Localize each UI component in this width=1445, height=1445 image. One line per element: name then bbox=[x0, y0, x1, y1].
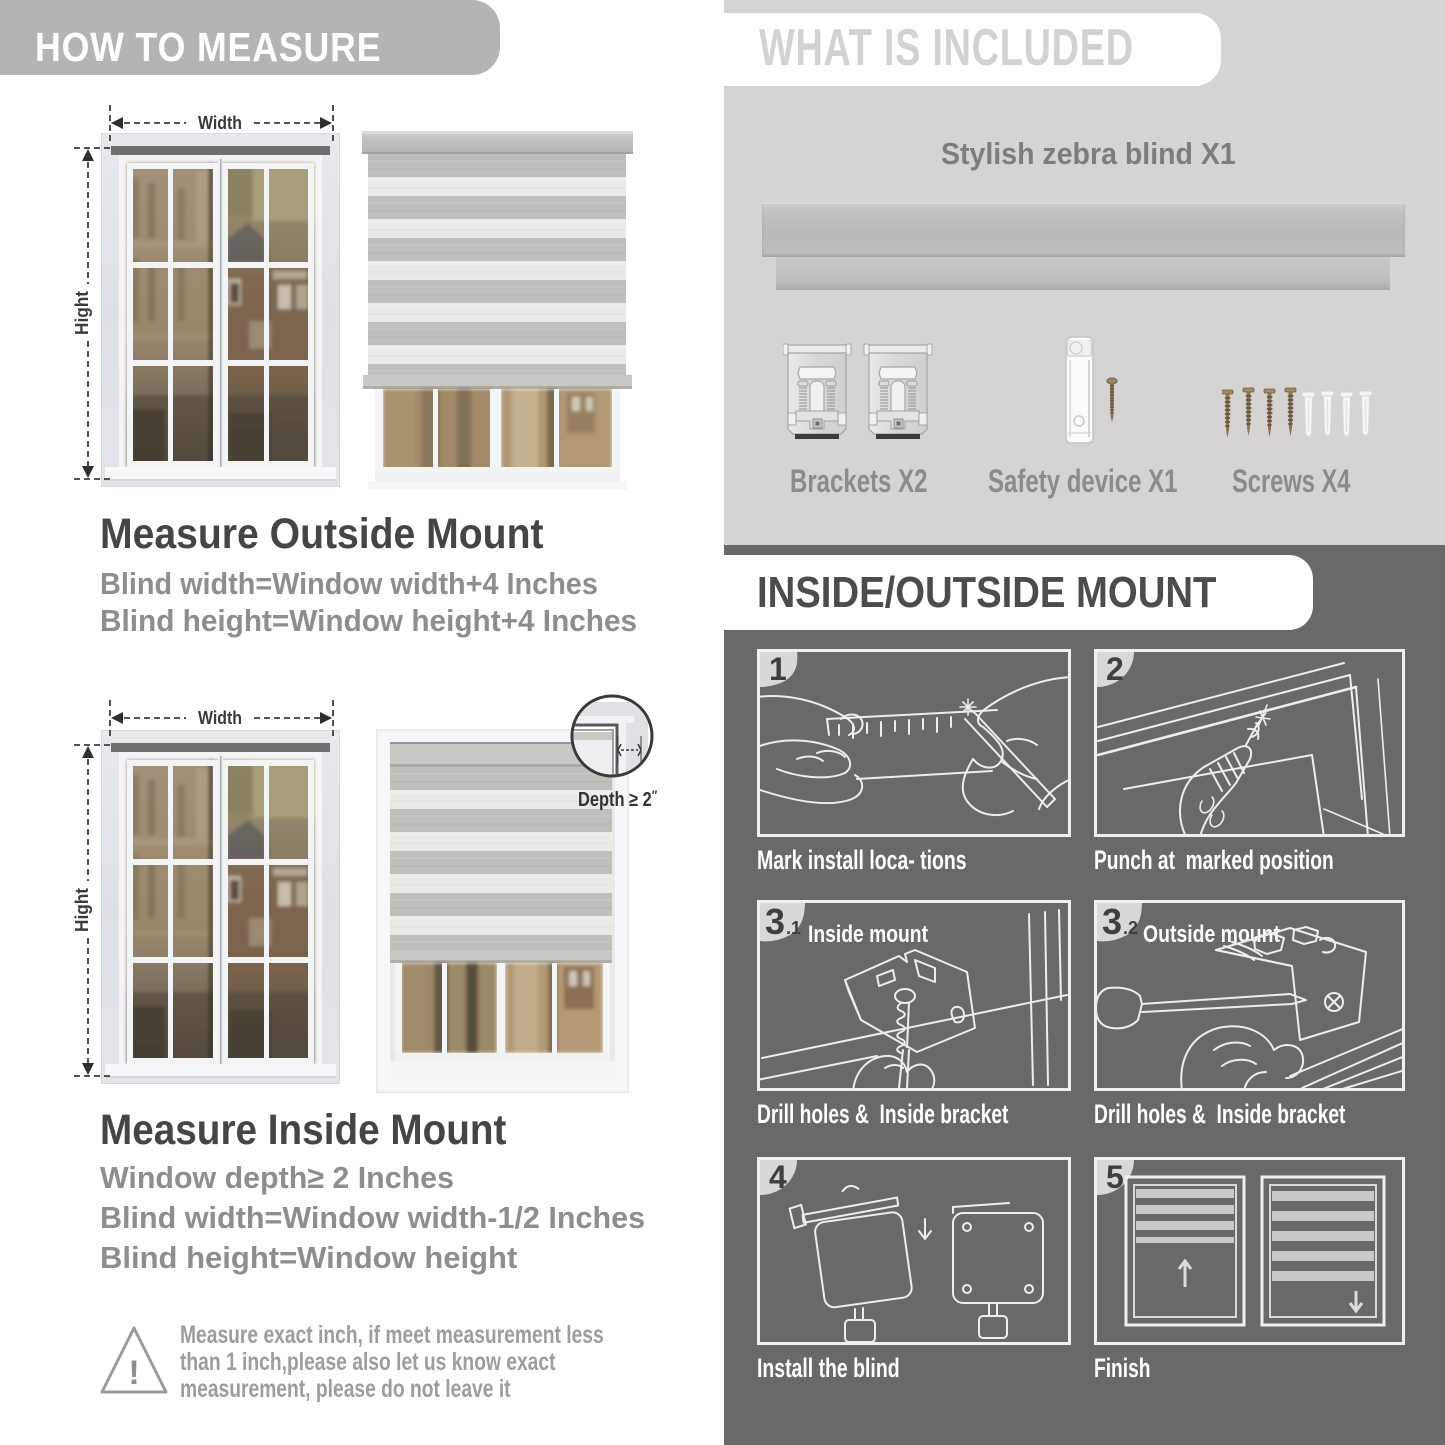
svg-text:Hight: Hight bbox=[72, 888, 92, 932]
svg-text:.2: .2 bbox=[1123, 918, 1138, 938]
svg-text:!: ! bbox=[128, 1354, 139, 1392]
svg-text:4: 4 bbox=[769, 1159, 787, 1195]
svg-text:5: 5 bbox=[1106, 1159, 1124, 1195]
svg-text:3: 3 bbox=[1102, 901, 1122, 942]
svg-text:Width: Width bbox=[198, 113, 242, 133]
svg-text:Outside mount: Outside mount bbox=[1143, 921, 1280, 948]
svg-text:.1: .1 bbox=[786, 918, 801, 938]
svg-text:Width: Width bbox=[198, 708, 242, 728]
svg-text:2: 2 bbox=[1106, 651, 1124, 687]
svg-text:Inside mount: Inside mount bbox=[808, 921, 928, 948]
svg-text:Hight: Hight bbox=[72, 291, 92, 335]
svg-text:1: 1 bbox=[769, 651, 787, 687]
svg-text:3: 3 bbox=[765, 901, 785, 942]
